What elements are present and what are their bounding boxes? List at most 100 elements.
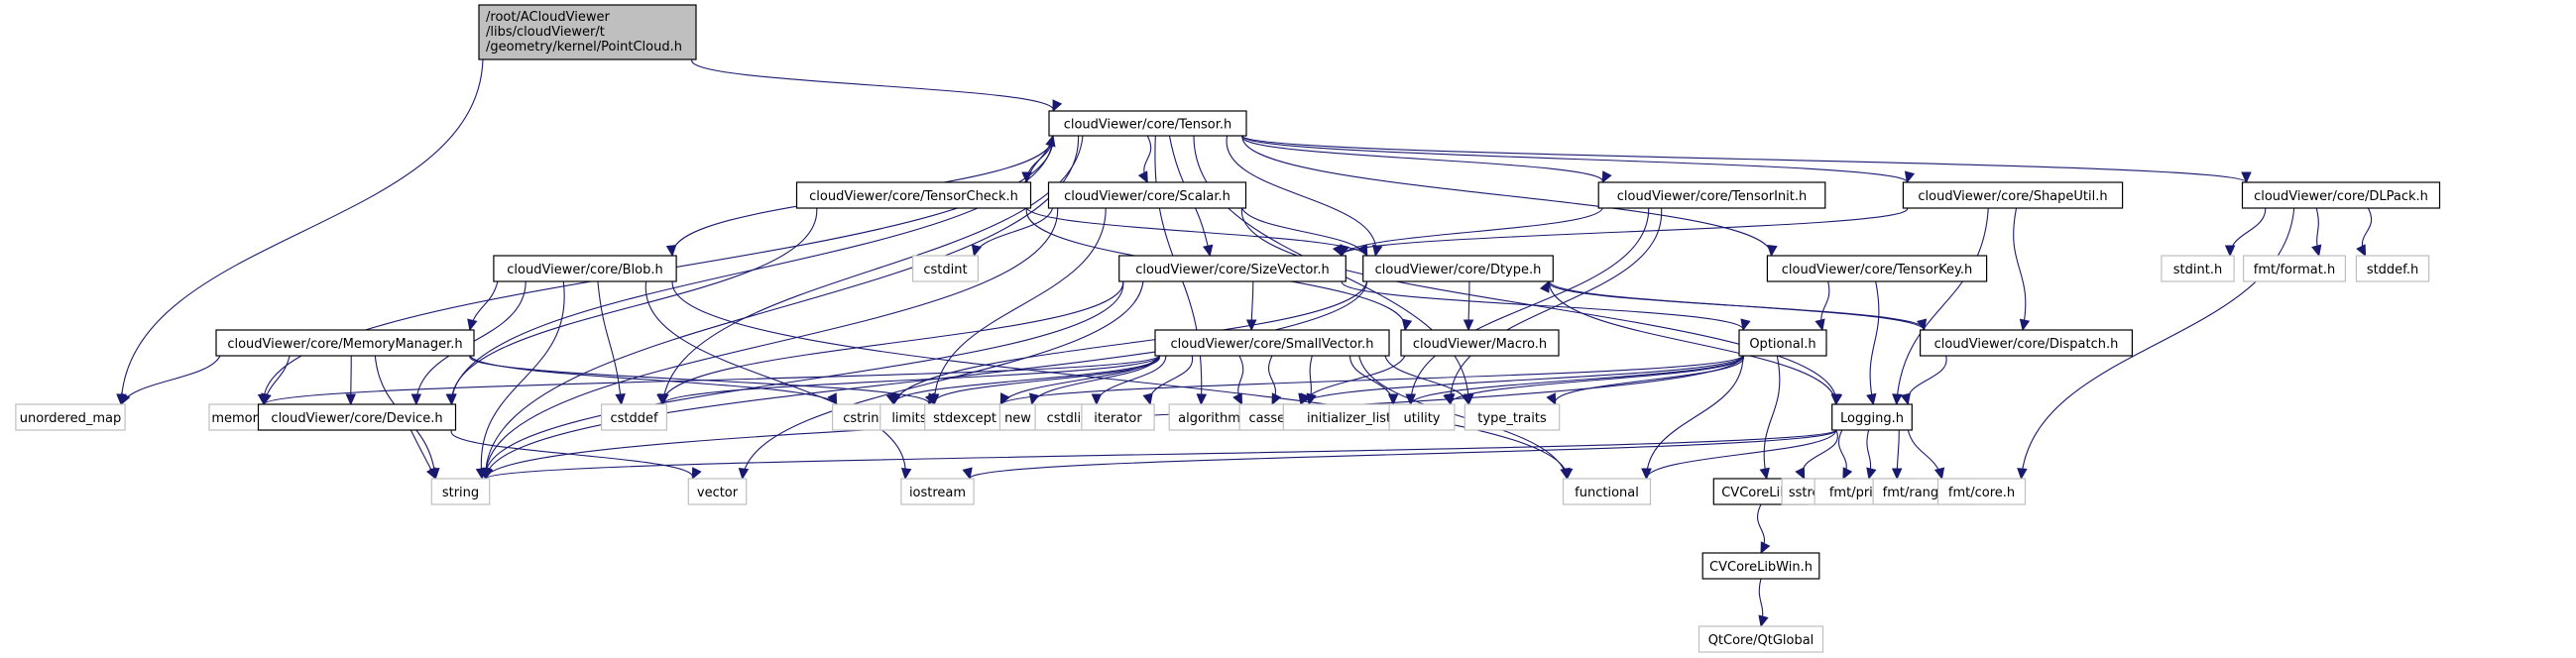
node-stdint-h: stdint.h xyxy=(2161,255,2235,282)
node-label: new xyxy=(1004,411,1031,426)
node-box xyxy=(2355,255,2430,282)
arrowhead xyxy=(120,392,131,406)
arrowhead xyxy=(1866,467,1877,481)
node-dispatch[interactable]: cloudViewer/core/Dispatch.h xyxy=(1919,329,2133,357)
edge-line xyxy=(1226,135,1377,257)
node-blob[interactable]: cloudViewer/core/Blob.h xyxy=(493,255,677,282)
edge-dispatch-to-logging xyxy=(1900,355,1947,406)
arrowhead xyxy=(2224,245,2236,258)
edge-line xyxy=(1410,355,1744,405)
node-box xyxy=(1168,403,1250,431)
arrowhead xyxy=(1052,99,1063,113)
edge-sizevector-to-vector xyxy=(738,280,1144,481)
node-label: cloudViewer/core/Device.h xyxy=(271,411,442,426)
node-dlpack[interactable]: cloudViewer/core/DLPack.h xyxy=(2241,181,2441,209)
node-memorymanager[interactable]: cloudViewer/core/MemoryManager.h xyxy=(215,329,475,357)
node-label: cloudViewer/core/Scalar.h xyxy=(1064,189,1230,204)
edge-line xyxy=(1026,207,1368,257)
arrowhead xyxy=(2017,468,2028,481)
edge-optional-to-initializer-list xyxy=(1405,355,1744,406)
node-label-line: /geometry/kernel/PointCloud.h xyxy=(486,40,682,55)
node-label: cloudViewer/core/TensorCheck.h xyxy=(809,189,1018,204)
edge-device-to-string xyxy=(410,429,436,481)
edge-line xyxy=(450,207,818,405)
node-cstddef: cstddef xyxy=(600,403,667,431)
node-device[interactable]: cloudViewer/core/Device.h xyxy=(257,403,457,431)
node-shapeutil[interactable]: cloudViewer/core/ShapeUtil.h xyxy=(1902,181,2124,209)
edge-line xyxy=(1300,355,1744,405)
edge-sizevector-to-optional xyxy=(1341,280,1751,332)
arrowhead xyxy=(1546,392,1557,406)
edge-blob-to-iostream xyxy=(645,280,912,481)
arrowhead xyxy=(1842,467,1853,481)
edge-root-to-tensor xyxy=(691,58,1063,113)
node-smallvector[interactable]: cloudViewer/core/SmallVector.h xyxy=(1154,329,1390,357)
arrowhead xyxy=(1758,614,1769,628)
edge-dtype-to-logging xyxy=(1548,280,1841,406)
node-box xyxy=(2241,181,2441,209)
arrowhead xyxy=(962,467,973,481)
node-tensorinit[interactable]: cloudViewer/core/TensorInit.h xyxy=(1597,181,1826,209)
edge-line xyxy=(2229,207,2267,257)
node-optional[interactable]: Optional.h xyxy=(1738,329,1827,357)
edge-dispatch-to-dtype xyxy=(1539,279,1926,331)
edge-smallvector-to-functional xyxy=(1358,355,1571,481)
node-label: cstddef xyxy=(610,411,658,426)
node-box xyxy=(687,478,748,505)
node-label: string xyxy=(442,486,479,500)
node-box xyxy=(1400,329,1560,357)
node-box xyxy=(1831,403,1913,431)
arrowhead xyxy=(467,318,478,332)
node-macro[interactable]: cloudViewer/Macro.h xyxy=(1400,329,1560,357)
node-tensorcheck[interactable]: cloudViewer/core/TensorCheck.h xyxy=(795,181,1032,209)
node-label: Logging.h xyxy=(1840,411,1904,426)
node-tensor[interactable]: cloudViewer/core/Tensor.h xyxy=(1048,110,1247,137)
arrowhead xyxy=(1387,393,1399,406)
node-tensorkey[interactable]: cloudViewer/core/TensorKey.h xyxy=(1766,255,1988,282)
node-dtype[interactable]: cloudViewer/core/Dtype.h xyxy=(1362,255,1554,282)
node-box xyxy=(1919,329,2133,357)
edge-tensor-to-cstddef xyxy=(658,135,1084,406)
edge-blob-to-memorymanager xyxy=(467,280,499,332)
node-label: stdexcept xyxy=(933,411,996,426)
edge-memorymanager-to-device xyxy=(345,355,357,406)
edge-tensor-to-scalar xyxy=(1137,135,1152,184)
edge-tensorkey-to-optional xyxy=(1815,280,1830,332)
arrowhead xyxy=(1028,392,1040,406)
edge-line xyxy=(1548,280,1837,405)
node-iostream: iostream xyxy=(900,478,975,505)
arrowhead xyxy=(1892,393,1903,406)
arrowhead xyxy=(261,392,272,406)
node-box xyxy=(1562,478,1652,505)
edges-layer xyxy=(116,58,2373,628)
arrowhead xyxy=(971,244,983,258)
node-label: cloudViewer/core/SizeVector.h xyxy=(1135,263,1330,277)
edge-line xyxy=(1450,355,1744,405)
arrowhead xyxy=(657,393,668,406)
node-scalar[interactable]: cloudViewer/core/Scalar.h xyxy=(1047,181,1247,209)
edge-line xyxy=(1869,280,1880,405)
edge-logging-to-fmt-core xyxy=(1907,429,1945,481)
arrowhead xyxy=(1767,245,1778,258)
node-sizevector[interactable]: cloudViewer/core/SizeVector.h xyxy=(1118,255,1347,282)
node-root[interactable]: /root/ACloudViewer/libs/cloudViewer/t/ge… xyxy=(478,4,697,60)
node-box xyxy=(2243,255,2347,282)
node-label: fmt/core.h xyxy=(1948,486,2015,500)
node-label: cloudViewer/core/TensorKey.h xyxy=(1782,263,1972,277)
node-box xyxy=(600,403,667,431)
edge-smallvector-to-cstdlib xyxy=(1091,355,1167,406)
node-label: memory xyxy=(211,411,266,426)
edge-line xyxy=(892,280,1368,405)
arrowhead xyxy=(2241,171,2252,184)
edge-device-to-vector xyxy=(450,429,702,481)
node-logging[interactable]: Logging.h xyxy=(1831,403,1913,431)
edge-line xyxy=(1096,355,1167,405)
arrowhead xyxy=(1539,279,1550,293)
node-cvcorelibwin[interactable]: CVCoreLibWin.h xyxy=(1701,552,1820,580)
edge-blob-to-cstddef xyxy=(597,280,626,406)
arrowhead xyxy=(924,392,935,406)
edge-cvcorelib-to-cvcorelibwin xyxy=(1756,503,1771,555)
edge-logging-to-fmt-printf xyxy=(1866,429,1877,481)
edge-smallvector-to-algorithm xyxy=(1232,355,1244,406)
edge-dtype-to-macro xyxy=(1463,280,1474,332)
